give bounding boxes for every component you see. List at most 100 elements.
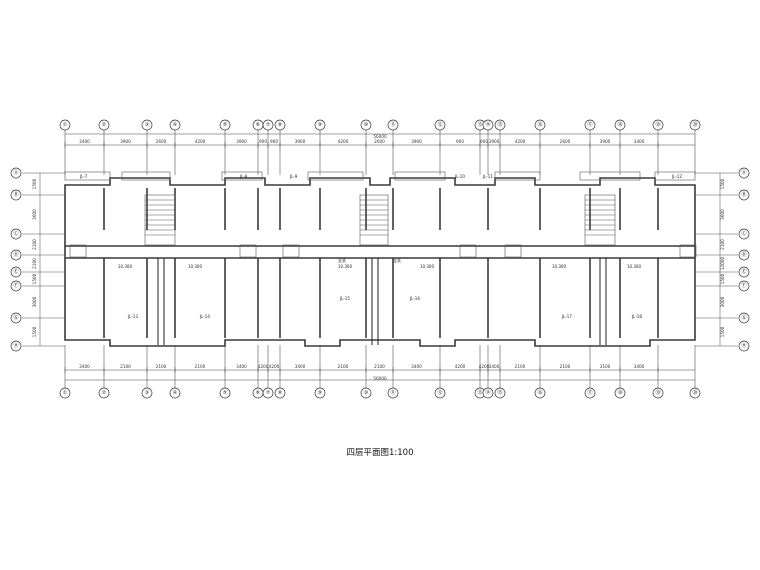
- balcony: [64, 171, 111, 181]
- dimension-value: 2600: [374, 139, 385, 144]
- axis-label: Ⓕ: [13, 282, 18, 289]
- axis-label: Ⓕ: [741, 282, 746, 289]
- axis-bubble: [534, 119, 546, 131]
- elevation-label: 10.300: [338, 264, 352, 269]
- dimension-value: 3400: [489, 364, 500, 369]
- axis-bubble: [738, 228, 750, 240]
- axis-bubble: [689, 119, 701, 131]
- axis-bubble: [584, 387, 596, 399]
- room-tag: JL-16: [409, 296, 420, 301]
- dimension-value: 2600: [560, 139, 571, 144]
- axis-bubble: [614, 387, 626, 399]
- room-tag: JL-9: [289, 174, 298, 179]
- dimension-value: 1500: [720, 273, 725, 284]
- axis-bubble: [169, 119, 181, 131]
- balcony: [494, 171, 541, 181]
- axis-label: ③: [145, 122, 149, 128]
- axis-bubble: [534, 387, 546, 399]
- axis-label: Ⓖ: [13, 314, 18, 321]
- axis-bubble: [141, 119, 153, 131]
- dimension-value: 900: [270, 139, 278, 144]
- axis-bubble: [738, 266, 750, 278]
- axis-label: ⑬: [477, 121, 482, 128]
- axis-bubble: [387, 119, 399, 131]
- room-tag: JL-12: [671, 174, 682, 179]
- building-walls: [64, 171, 697, 347]
- dimension-value: 3900: [236, 139, 247, 144]
- axis-bubble: [738, 167, 750, 179]
- dimension-value: 3900: [600, 139, 611, 144]
- dimension-value: 3900: [295, 139, 306, 144]
- axis-label: ③: [145, 390, 149, 396]
- room-tag: JL-7: [79, 174, 88, 179]
- axis-label: Ⓐ: [13, 169, 18, 176]
- axis-label: Ⓗ: [741, 342, 746, 349]
- dimension-value: 2100: [156, 364, 167, 369]
- balcony: [579, 171, 641, 181]
- axis-bubble: [10, 280, 22, 292]
- axis-label: ⑦: [266, 122, 271, 128]
- axis-bubble: [59, 387, 71, 399]
- axis-bubble: [494, 119, 506, 131]
- axis-bubble: [738, 312, 750, 324]
- axis-label: Ⓒ: [741, 230, 746, 237]
- axis-bubble: [738, 280, 750, 292]
- dimension-value: 2100: [560, 364, 571, 369]
- dimension-value: 1500: [32, 273, 37, 284]
- elevation-label: 10.300: [420, 264, 434, 269]
- axis-label: ⑬: [477, 389, 482, 396]
- axis-label: ⑤: [223, 390, 227, 396]
- elevation-label: 10.300: [627, 264, 641, 269]
- dimension-value: 4200: [269, 364, 280, 369]
- axis-label: ⑭: [485, 389, 490, 396]
- dimension-value: 2100: [32, 258, 37, 269]
- axis-bubble: [738, 249, 750, 261]
- bathroom-fixture: [679, 244, 697, 258]
- axis-bubble: [59, 119, 71, 131]
- dimension-value: 3100: [600, 364, 611, 369]
- axis-label: ⑯: [537, 121, 542, 128]
- dimension-value: 2100: [32, 239, 37, 250]
- dimension-value: 2100: [195, 364, 206, 369]
- axis-label: ②: [102, 390, 107, 396]
- axis-bubble: [10, 312, 22, 324]
- axis-label: Ⓐ: [741, 169, 746, 176]
- dimension-value: 4200: [515, 139, 526, 144]
- dimension-value: 3400: [79, 364, 90, 369]
- dimension-value: 4200: [479, 364, 490, 369]
- room-tag: JL-15: [339, 296, 350, 301]
- axis-bubble: [10, 340, 22, 352]
- top-total-dimension: 56000: [373, 134, 387, 139]
- axis-label: ⑤: [223, 122, 227, 128]
- axis-bubble: [10, 167, 22, 179]
- axis-label: Ⓑ: [741, 191, 746, 198]
- axis-label: ⑮: [497, 121, 502, 128]
- bathroom-fixture: [69, 244, 87, 258]
- dimension-value: 12000: [720, 257, 725, 271]
- axis-label: ⑦: [266, 390, 271, 396]
- dimension-value: 2100: [338, 364, 349, 369]
- axis-label: ⑫: [437, 121, 442, 128]
- room-tag: JL-13: [127, 314, 138, 319]
- axis-bubble: [387, 387, 399, 399]
- unit-note: 全关: [393, 257, 401, 263]
- axis-bubble: [738, 189, 750, 201]
- axis-label: ⑥: [256, 122, 261, 128]
- dimension-value: 4200: [338, 139, 349, 144]
- dimension-value: 1500: [32, 326, 37, 337]
- axis-bubble: [482, 119, 494, 131]
- axis-bubble: [169, 387, 181, 399]
- dimension-value: 1500: [720, 326, 725, 337]
- axis-label: ⑧: [278, 122, 283, 128]
- room-tag: JL-11: [482, 174, 493, 179]
- axis-label: ⑩: [364, 122, 369, 128]
- unit-note: 全关: [338, 257, 346, 263]
- axis-bubble: [10, 228, 22, 240]
- elevation-label: 10.300: [118, 264, 132, 269]
- axis-bubble: [274, 119, 286, 131]
